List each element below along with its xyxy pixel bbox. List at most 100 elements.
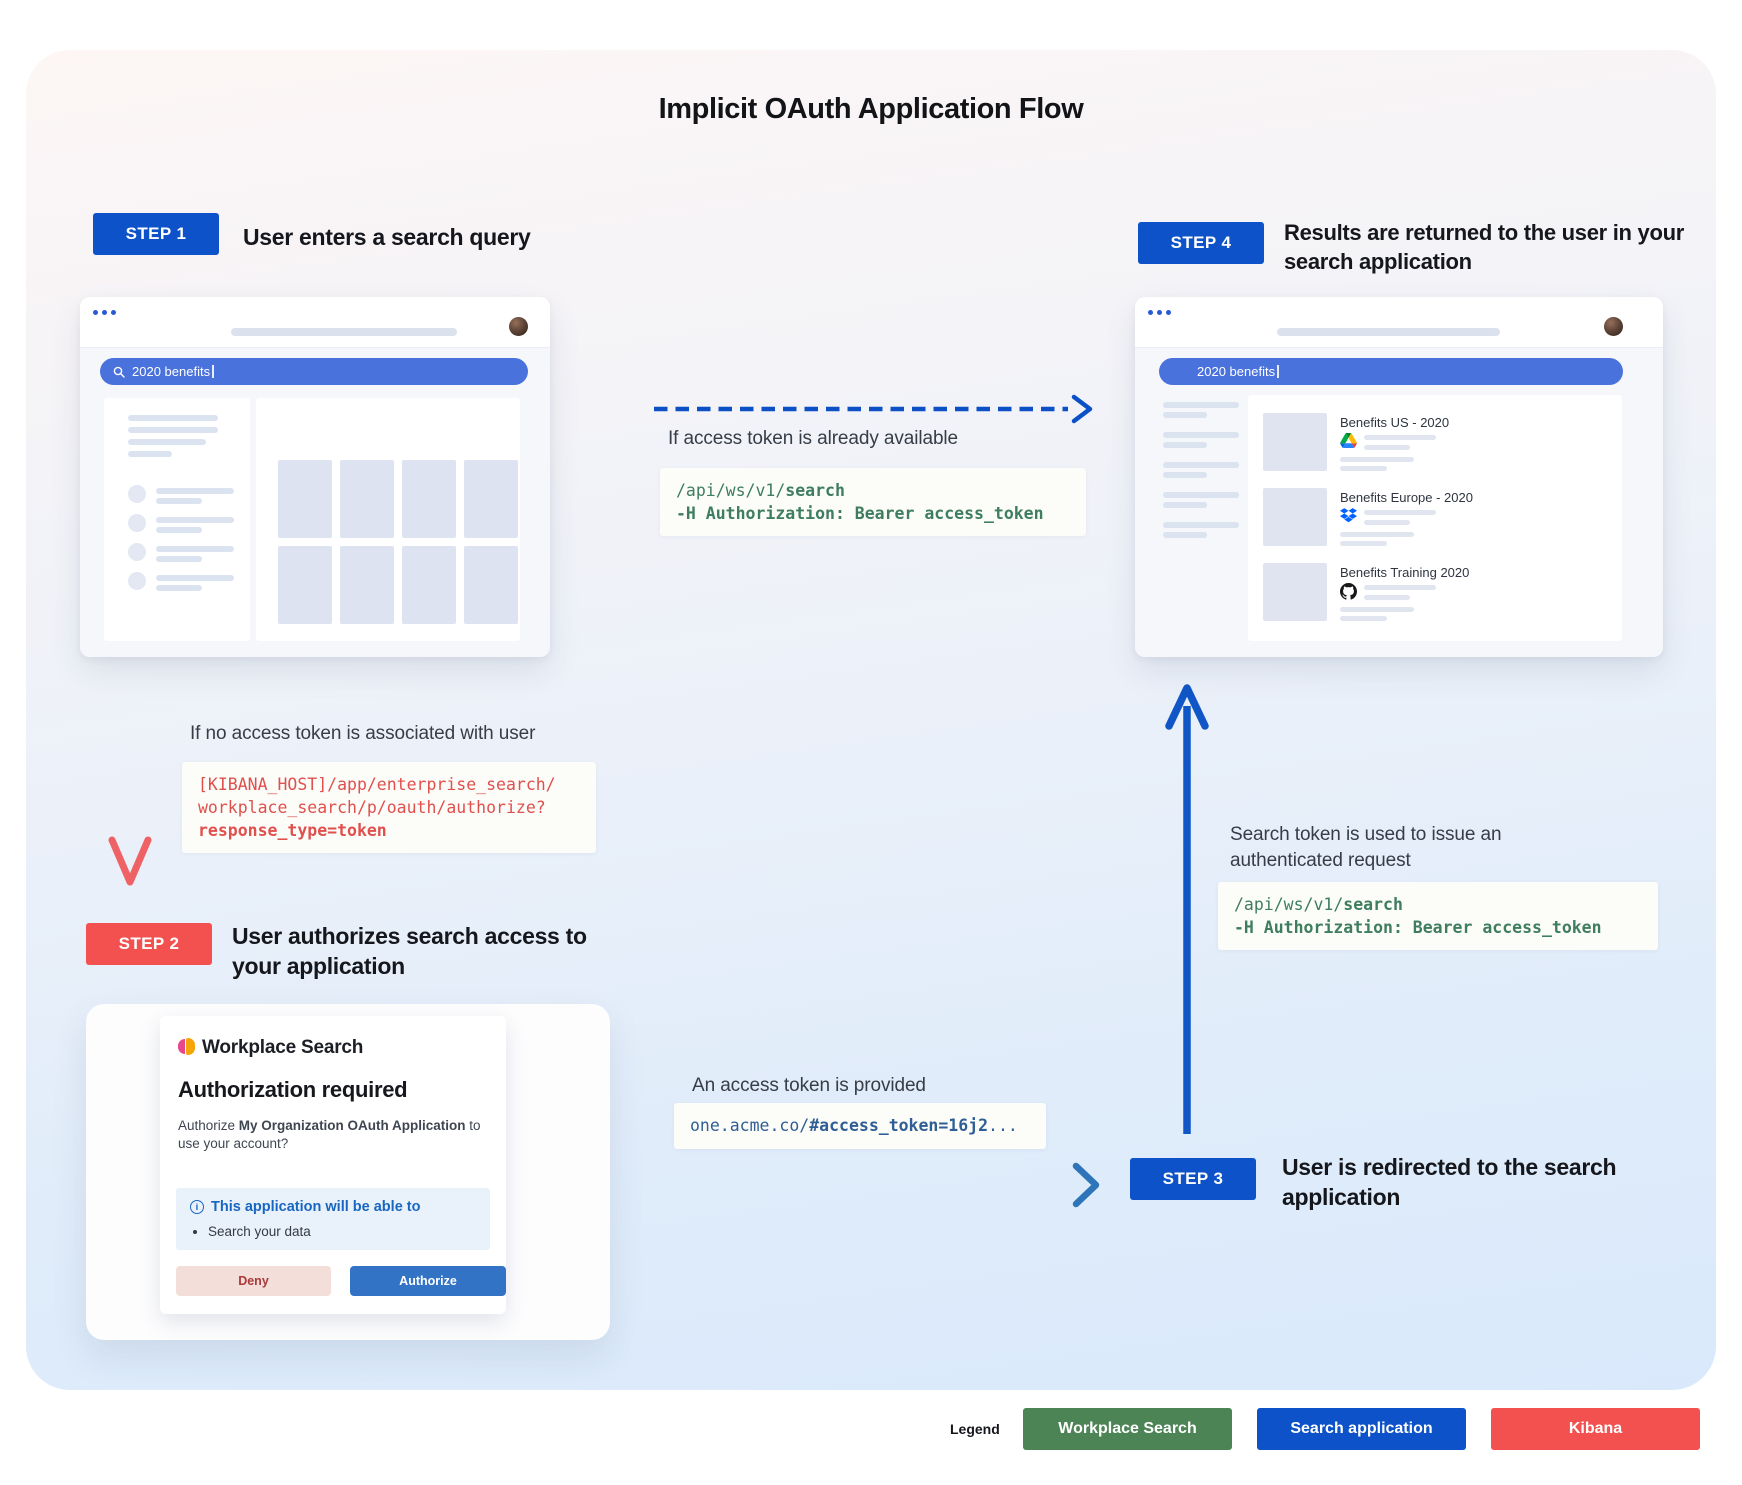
token-available-arrow [652,391,1096,432]
search-icon [113,366,125,378]
text-cursor [212,365,214,378]
browser-mockup-step1: 2020 benefits [80,297,550,657]
user-avatar [509,317,528,336]
search-query-text: 2020 benefits [1197,364,1276,379]
token-available-label: If access token is already available [668,428,959,449]
permissions-heading-text: This application will be able to [211,1199,421,1215]
image-placeholder-tile [278,460,332,538]
list-item-avatar-placeholder [128,572,146,590]
image-placeholder-tile [402,460,456,538]
text-placeholder-line [1163,462,1239,468]
step-1-badge: STEP 1 [93,213,219,255]
text-placeholder-line [1163,402,1239,408]
text-placeholder-line [1340,607,1414,612]
text-placeholder-line [1163,522,1239,528]
text-placeholder-line [1340,541,1387,546]
text-placeholder-line [156,527,202,533]
text-placeholder-line [128,427,218,433]
list-item-avatar-placeholder [128,485,146,503]
step-3-heading: User is redirected to the search applica… [1282,1154,1617,1210]
browser-header-divider [80,347,550,348]
image-placeholder-tile [464,460,518,538]
search-input[interactable]: 2020 benefits [1159,358,1623,385]
text-cursor [1277,365,1279,378]
text-placeholder-line [1340,457,1414,462]
code-path-prefix: /api/ws/v1/ [676,481,786,500]
step-4-heading: Results are returned to the user in your… [1284,220,1684,274]
result-thumbnail-placeholder [1263,413,1327,471]
permissions-callout: i This application will be able to Searc… [176,1188,490,1250]
image-placeholder-tile [340,546,394,624]
text-placeholder-line [1364,510,1436,515]
search-result-item[interactable]: Benefits US - 2020 [1248,413,1622,473]
result-title: Benefits US - 2020 [1340,415,1450,430]
code-path-endpoint: search [1343,895,1403,914]
code-response-type: response_type=token [198,821,387,840]
google-drive-icon [1340,433,1357,450]
text-placeholder-line [156,585,202,591]
window-controls-icon [93,310,116,315]
text-placeholder-line [156,517,234,523]
body-prefix: Authorize [178,1118,239,1133]
github-icon [1340,583,1357,600]
search-results-panel: Benefits US - 2020 [1248,395,1622,641]
legend-kibana: Kibana [1491,1408,1700,1450]
text-placeholder-line [1163,502,1207,508]
result-thumbnail-placeholder [1263,563,1327,621]
text-placeholder-line [1364,435,1436,440]
authorization-dialog: Workplace Search Authorization required … [160,1016,506,1314]
step-2-badge: STEP 2 [86,923,212,965]
text-placeholder-line [1364,585,1436,590]
authenticated-request-label: Search token is used to issue an authent… [1230,824,1502,871]
code-path-endpoint: search [785,481,845,500]
image-placeholder-tile [278,546,332,624]
sidebar-placeholder-panel [104,398,250,641]
text-placeholder-line [156,488,234,494]
dropbox-icon [1340,508,1357,525]
browser-header-divider [1135,347,1663,348]
result-title: Benefits Training 2020 [1340,565,1470,580]
list-item-avatar-placeholder [128,543,146,561]
legend-search-application: Search application [1257,1408,1466,1450]
search-result-item[interactable]: Benefits Europe - 2020 [1248,488,1622,548]
legend-label: Legend [950,1421,1000,1437]
step-2-heading: User authorizes search access to your ap… [232,923,587,979]
content-grid-panel [256,398,520,641]
code-ellipsis: ... [988,1116,1018,1135]
text-placeholder-line [1364,445,1410,450]
text-placeholder-line [156,556,202,562]
permissions-heading: i This application will be able to [190,1199,420,1215]
deny-button[interactable]: Deny [176,1266,331,1296]
code-redirect-host: one.acme.co/ [690,1116,810,1135]
search-result-item[interactable]: Benefits Training 2020 [1248,563,1622,623]
user-avatar [1604,317,1623,336]
search-input[interactable]: 2020 benefits [100,358,528,385]
browser-mockup-step4: 2020 benefits Benefits US - 2020 [1135,297,1663,657]
code-url-line2: workplace_search/p/oauth/authorize? [198,798,546,817]
oauth-app-name: My Organization OAuth Application [238,1118,466,1133]
app-name: Workplace Search [202,1037,364,1058]
text-placeholder-line [156,498,202,504]
text-placeholder-line [1163,492,1239,498]
text-placeholder-line [1340,532,1414,537]
text-placeholder-line [1163,532,1207,538]
step-4-badge: STEP 4 [1138,222,1264,264]
redirect-url-code-block: one.acme.co/#access_token=16j2... [674,1103,1046,1149]
permissions-list: Search your data [208,1224,311,1239]
step-3-badge: STEP 3 [1130,1158,1256,1200]
image-placeholder-tile [464,546,518,624]
text-placeholder-line [1364,595,1410,600]
info-icon: i [190,1200,204,1214]
text-placeholder-line [156,546,234,552]
text-placeholder-line [1163,412,1207,418]
text-placeholder-line [128,439,206,445]
text-placeholder-line [128,451,172,457]
token-provided-label: An access token is provided [692,1075,926,1096]
api-search-code-block-2: /api/ws/v1/search -H Authorization: Bear… [1218,882,1658,950]
authorize-button[interactable]: Authorize [350,1266,506,1296]
permission-item: Search your data [208,1224,311,1239]
step-1-heading: User enters a search query [243,224,531,250]
text-placeholder-line [128,415,218,421]
text-placeholder-line [1340,616,1387,621]
text-placeholder-line [1163,442,1207,448]
